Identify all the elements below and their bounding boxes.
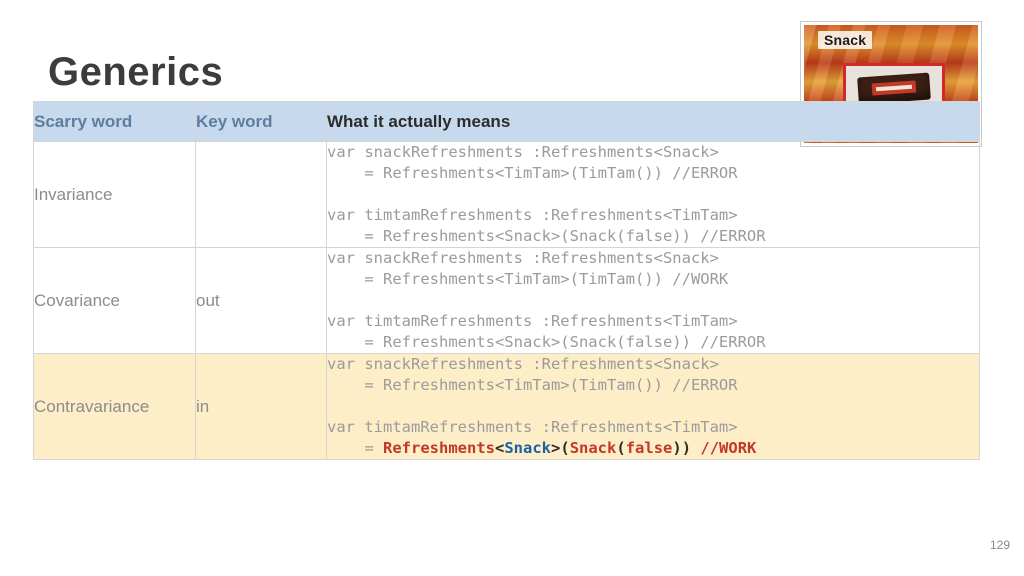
cell-key-word: [195, 141, 327, 248]
cell-code-block: var snackRefreshments :Refreshments<Snac…: [326, 247, 980, 354]
code-line: = Refreshments<TimTam>(TimTam()) //ERROR: [327, 376, 738, 394]
column-header-key-word: Key word: [195, 101, 327, 142]
table-row: Covariance out var snackRefreshments :Re…: [33, 247, 980, 354]
column-header-scary-word: Scarry word: [33, 101, 196, 142]
code-token-argument: false: [625, 439, 673, 457]
page-number: 129: [989, 538, 1010, 552]
code-line: = Refreshments<TimTam>(TimTam()) //ERROR: [327, 164, 738, 182]
code-line: var snackRefreshments :Refreshments<Snac…: [327, 355, 719, 373]
table-row: Invariance var snackRefreshments :Refres…: [33, 141, 980, 248]
cell-scary-word: Covariance: [33, 247, 196, 354]
code-line: var snackRefreshments :Refreshments<Snac…: [327, 143, 719, 161]
cell-key-word: in: [195, 353, 327, 460]
cell-key-word: out: [195, 247, 327, 354]
code-line: var snackRefreshments :Refreshments<Snac…: [327, 249, 719, 267]
code-blank-line: [327, 396, 979, 417]
code-token-comment: //WORK: [691, 439, 757, 457]
cell-code-block: var snackRefreshments :Refreshments<Snac…: [326, 353, 980, 460]
photo-caption: Snack: [818, 31, 873, 49]
code-token-type: Snack: [504, 439, 551, 457]
cell-code-block: var snackRefreshments :Refreshments<Snac…: [326, 141, 980, 248]
code-token-open-angle: <: [494, 439, 505, 457]
page-title: Generics: [48, 50, 224, 94]
code-line: = Refreshments<Snack>(Snack(false)) //ER…: [327, 227, 766, 245]
table-row-highlighted: Contravariance in var snackRefreshments …: [33, 353, 980, 460]
code-token-close-paren: ): [681, 439, 692, 457]
code-token-open-paren: (: [560, 439, 570, 457]
cell-scary-word: Invariance: [33, 141, 196, 248]
code-line-emphasized: = Refreshments<Snack>(Snack(false)) //WO…: [327, 439, 756, 457]
code-token-inner-close-paren: ): [672, 439, 682, 457]
code-line: var timtamRefreshments :Refreshments<Tim…: [327, 206, 738, 224]
generics-table: Scarry word Key word What it actually me…: [33, 101, 980, 460]
code-token-constructor: Snack: [569, 439, 617, 457]
code-line: var timtamRefreshments :Refreshments<Tim…: [327, 418, 738, 436]
code-blank-line: [327, 184, 979, 205]
code-token-inner-open-paren: (: [616, 439, 626, 457]
code-token-identifier: Refreshments: [383, 439, 495, 457]
table-header-row: Scarry word Key word What it actually me…: [33, 101, 980, 142]
chocolate-bar-icon: [857, 72, 931, 105]
code-token-close-angle: >: [551, 439, 561, 457]
column-header-meaning: What it actually means: [326, 101, 980, 142]
code-indent: =: [327, 439, 383, 457]
code-blank-line: [327, 290, 979, 311]
bar-wrapper-label: [871, 80, 917, 96]
code-line: = Refreshments<TimTam>(TimTam()) //WORK: [327, 270, 729, 288]
code-line: var timtamRefreshments :Refreshments<Tim…: [327, 312, 738, 330]
cell-scary-word: Contravariance: [33, 353, 196, 460]
code-line: = Refreshments<Snack>(Snack(false)) //ER…: [327, 333, 766, 351]
